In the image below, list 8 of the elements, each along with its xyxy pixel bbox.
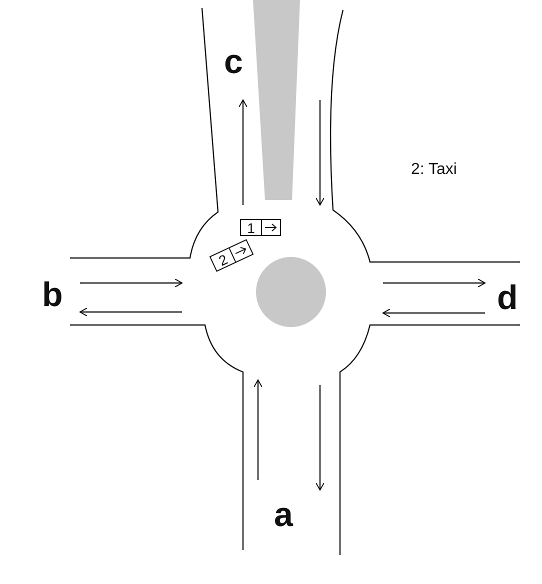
car-box: [240, 219, 281, 236]
road-label: c: [224, 45, 243, 79]
road-label: d: [497, 281, 518, 315]
road-label: b: [42, 278, 63, 312]
car-number: 2: [214, 250, 231, 270]
car-number: 1: [246, 220, 256, 235]
road-label: a: [274, 498, 293, 532]
legend-text: 2: Taxi: [411, 162, 457, 178]
